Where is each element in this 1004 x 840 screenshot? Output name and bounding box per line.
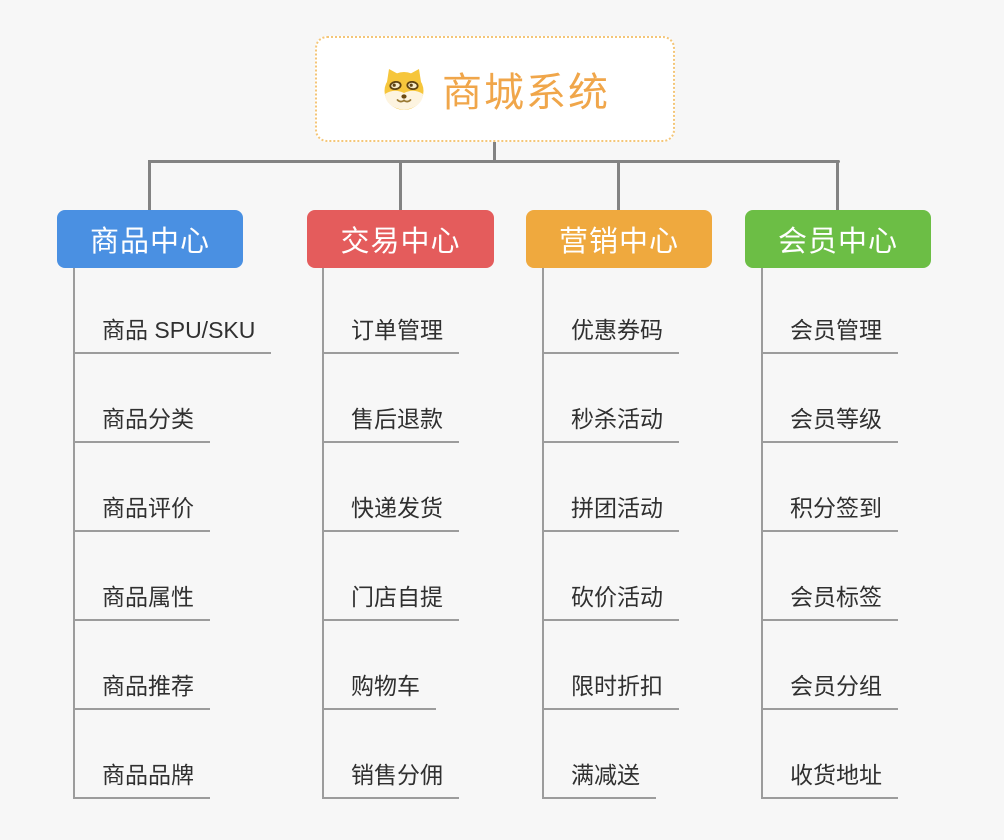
child-topic[interactable]: 商品属性 [75,585,210,621]
branch-children-marketing: 优惠券码 秒杀活动 拼团活动 砍价活动 限时折扣 满减送 [542,268,774,799]
child-topic[interactable]: 购物车 [324,674,436,710]
branch-node-marketing-center[interactable]: 营销中心 [526,210,712,268]
child-topic[interactable]: 优惠券码 [544,318,679,354]
branch-node-trade-center[interactable]: 交易中心 [307,210,494,268]
connector-bus [148,160,840,163]
child-topic[interactable]: 销售分佣 [324,763,459,799]
child-topic[interactable]: 商品分类 [75,407,210,443]
child-topic[interactable]: 砍价活动 [544,585,679,621]
child-topic[interactable]: 商品推荐 [75,674,210,710]
child-topic[interactable]: 收货地址 [763,763,898,799]
branch-node-member-center[interactable]: 会员中心 [745,210,931,268]
child-topic[interactable]: 商品 SPU/SKU [75,318,272,354]
child-topic[interactable]: 会员管理 [763,318,898,354]
child-topic[interactable]: 快递发货 [324,496,459,532]
doge-icon [380,66,428,112]
child-topic[interactable]: 门店自提 [324,585,459,621]
child-topic[interactable]: 订单管理 [324,318,459,354]
connector-drop-member [836,160,839,210]
child-topic[interactable]: 会员等级 [763,407,898,443]
child-topic[interactable]: 商品评价 [75,496,210,532]
child-topic[interactable]: 商品品牌 [75,763,210,799]
connector-drop-product [148,160,151,210]
connector-root-stem [493,142,496,163]
child-topic[interactable]: 限时折扣 [544,674,679,710]
branch-children-member: 会员管理 会员等级 积分签到 会员标签 会员分组 收货地址 [761,268,993,799]
child-topic[interactable]: 拼团活动 [544,496,679,532]
child-topic[interactable]: 售后退款 [324,407,459,443]
branch-node-product-center[interactable]: 商品中心 [57,210,243,268]
branch-children-product: 商品 SPU/SKU 商品分类 商品评价 商品属性 商品推荐 商品品牌 [73,268,305,799]
root-node[interactable]: 商城系统 [315,36,675,142]
child-topic[interactable]: 积分签到 [763,496,898,532]
branch-children-trade: 订单管理 售后退款 快递发货 门店自提 购物车 销售分佣 [322,268,554,799]
root-title: 商城系统 [442,71,610,115]
connector-drop-marketing [617,160,620,210]
child-topic[interactable]: 秒杀活动 [544,407,679,443]
child-topic[interactable]: 会员分组 [763,674,898,710]
connector-drop-trade [399,160,402,210]
child-topic[interactable]: 满减送 [544,763,656,799]
child-topic[interactable]: 会员标签 [763,585,898,621]
